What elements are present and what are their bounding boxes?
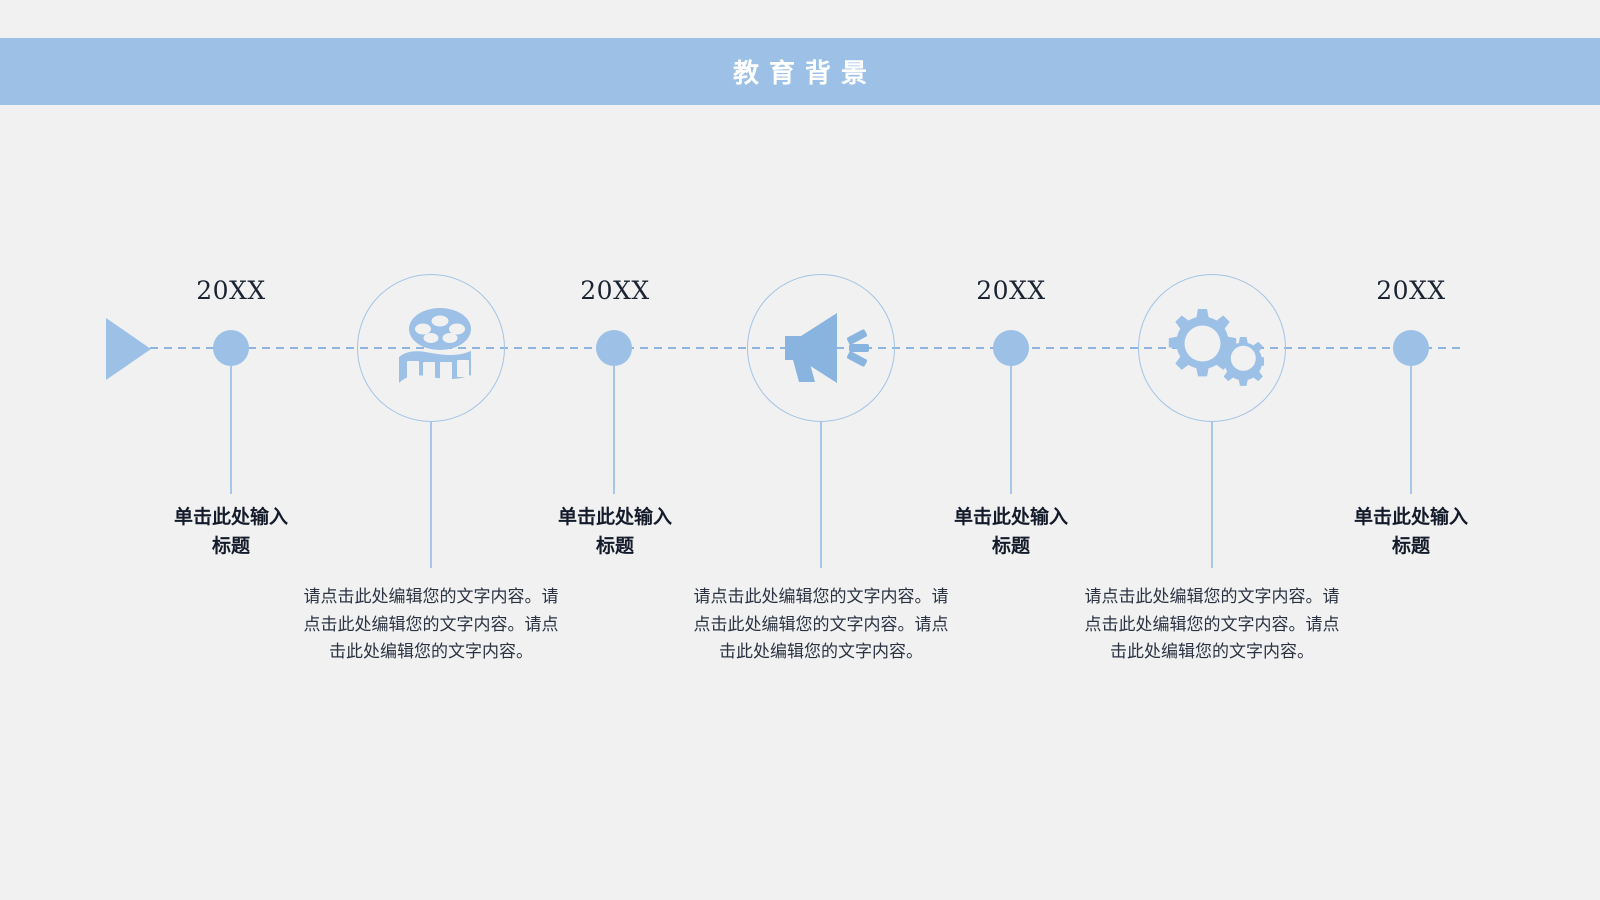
megaphone-icon[interactable]	[747, 274, 895, 422]
node-title-3: 单击此处输入 标题	[896, 503, 1126, 562]
timeline-dot-2[interactable]	[596, 330, 632, 366]
node-title-2-line1: 单击此处输入	[557, 506, 672, 528]
node-title-4-line2: 标题	[1391, 535, 1430, 558]
connector-line-2	[613, 366, 615, 494]
connector-line-icon-3	[1211, 422, 1213, 568]
node-title-4: 单击此处输入 标题	[1296, 503, 1526, 562]
node-title-4-line1: 单击此处输入	[1353, 506, 1468, 528]
year-label-3: 20XX	[976, 276, 1046, 305]
timeline-dot-1[interactable]	[213, 330, 249, 366]
year-label-1: 20XX	[196, 276, 266, 305]
node-title-2: 单击此处输入 标题	[500, 503, 730, 562]
connector-line-icon-2	[820, 422, 822, 568]
connector-line-4	[1410, 366, 1412, 494]
node-title-1-line2: 标题	[211, 535, 250, 558]
gears-icon[interactable]	[1138, 274, 1286, 422]
timeline-dot-3[interactable]	[993, 330, 1029, 366]
triangle-right-icon	[106, 318, 151, 380]
page-title: 教育背景	[732, 59, 877, 89]
year-label-2: 20XX	[580, 276, 650, 305]
node-title-3-line2: 标题	[991, 535, 1030, 558]
connector-line-icon-1	[430, 422, 432, 568]
year-label-4: 20XX	[1376, 276, 1446, 305]
connector-line-3	[1010, 366, 1012, 494]
node-paragraph-2: 请点击此处编辑您的文字内容。请点击此处编辑您的文字内容。请点击此处编辑您的文字内…	[693, 587, 949, 663]
node-title-2-line2: 标题	[595, 535, 634, 558]
node-title-1: 单击此处输入 标题	[116, 503, 346, 562]
node-paragraph-3: 请点击此处编辑您的文字内容。请点击此处编辑您的文字内容。请点击此处编辑您的文字内…	[1084, 587, 1340, 663]
node-paragraph-1: 请点击此处编辑您的文字内容。请点击此处编辑您的文字内容。请点击此处编辑您的文字内…	[303, 587, 559, 663]
timeline-dot-4[interactable]	[1393, 330, 1429, 366]
node-title-3-line1: 单击此处输入	[953, 506, 1068, 528]
connector-line-1	[230, 366, 232, 494]
film-reel-icon[interactable]	[357, 274, 505, 422]
header-banner: 教育背景	[0, 38, 1600, 105]
node-title-1-line1: 单击此处输入	[173, 506, 288, 528]
